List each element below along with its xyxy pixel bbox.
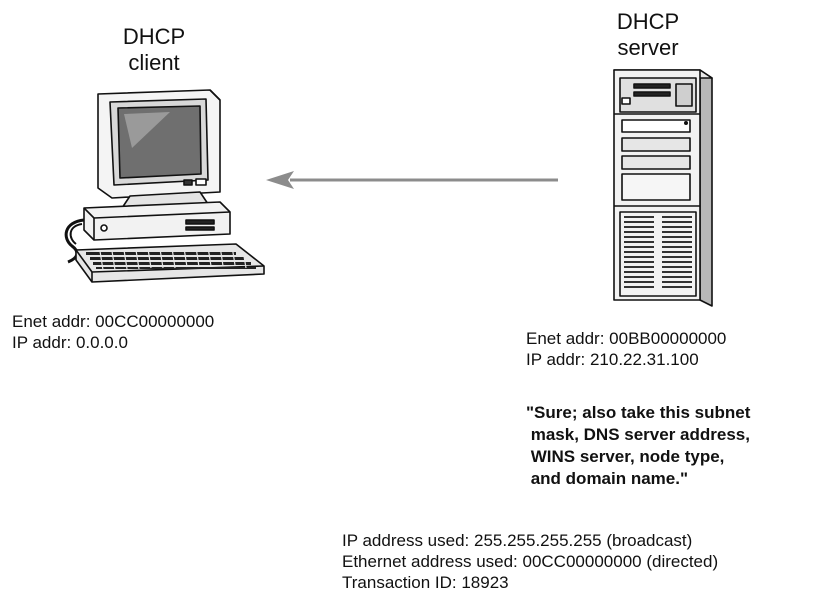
- packet-details: IP address used: 255.255.255.255 (broadc…: [342, 530, 718, 593]
- client-title: DHCP client: [104, 24, 204, 76]
- packet-ip-used: IP address used: 255.255.255.255 (broadc…: [342, 531, 693, 550]
- server-title: DHCP server: [598, 9, 698, 61]
- message-line: "Sure; also take this subnet: [526, 403, 751, 422]
- server-title-line1: DHCP: [616, 9, 680, 34]
- packet-ethernet-used: Ethernet address used: 00CC00000000 (dir…: [342, 552, 719, 571]
- client-title-line1: DHCP: [122, 24, 186, 49]
- client-enet-addr: Enet addr: 00CC00000000: [12, 312, 215, 331]
- server-ip-addr: IP addr: 210.22.31.100: [526, 350, 699, 369]
- message-line: mask, DNS server address,: [526, 425, 750, 444]
- client-computer-icon: [64, 89, 265, 283]
- server-message: "Sure; also take this subnet mask, DNS s…: [526, 402, 750, 490]
- server-tower-icon: [613, 69, 713, 307]
- message-line: and domain name.": [526, 469, 689, 488]
- server-enet-addr: Enet addr: 00BB00000000: [526, 329, 727, 348]
- packet-transaction-id: Transaction ID: 18923: [342, 573, 509, 592]
- client-info: Enet addr: 00CC00000000 IP addr: 0.0.0.0: [12, 311, 214, 353]
- client-title-line2: client: [128, 50, 180, 75]
- response-arrow: [266, 171, 558, 189]
- client-ip-addr: IP addr: 0.0.0.0: [12, 333, 128, 352]
- message-line: WINS server, node type,: [526, 447, 725, 466]
- server-title-line2: server: [617, 35, 679, 60]
- server-info: Enet addr: 00BB00000000 IP addr: 210.22.…: [526, 328, 726, 370]
- arrow-head-icon: [266, 171, 294, 189]
